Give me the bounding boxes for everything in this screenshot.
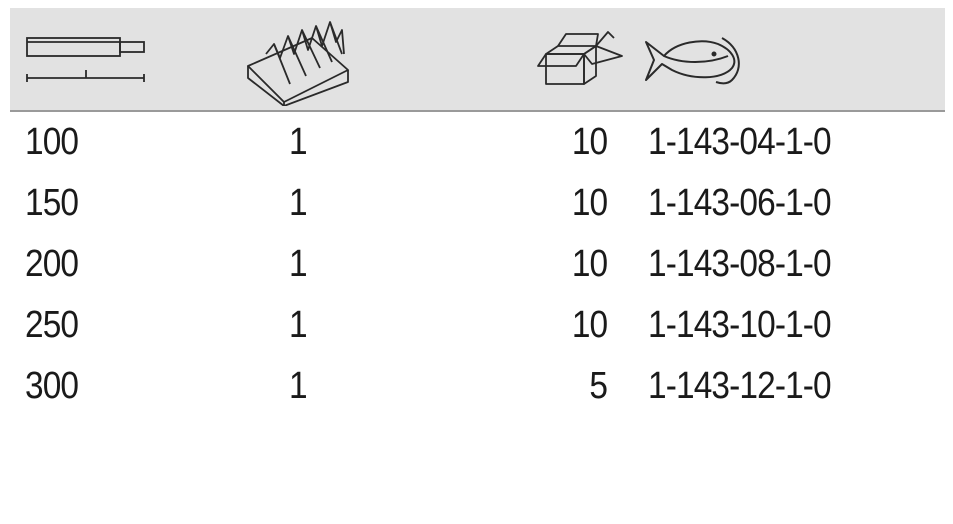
length-cell: 150	[25, 182, 79, 224]
article-number-cell: 1-143-04-1-0	[648, 121, 832, 163]
pack-quantity-cell: 10	[571, 304, 608, 346]
pack-quantity-cell: 5	[589, 365, 608, 407]
article-number-cell: 1-143-08-1-0	[648, 243, 832, 285]
length-cell: 250	[25, 304, 79, 346]
table-row: 200 1 10 1-143-08-1-0	[0, 234, 953, 295]
cut-cell: 1	[289, 365, 308, 407]
cut-cell: 1	[289, 121, 308, 163]
article-number-cell: 1-143-06-1-0	[648, 182, 832, 224]
table-row: 250 1 10 1-143-10-1-0	[0, 295, 953, 356]
cut-cell: 1	[289, 182, 308, 224]
table-header	[10, 8, 945, 112]
length-cell: 300	[25, 365, 79, 407]
file-cut-icon	[247, 21, 349, 106]
article-number-cell: 1-143-12-1-0	[648, 365, 832, 407]
length-cell: 200	[25, 243, 79, 285]
package-box-icon	[537, 31, 623, 85]
cut-cell: 1	[289, 304, 308, 346]
table-row: 100 1 10 1-143-04-1-0	[0, 112, 953, 173]
fish-logo-icon	[645, 37, 740, 85]
table-row: 150 1 10 1-143-06-1-0	[0, 173, 953, 234]
length-cell: 100	[25, 121, 79, 163]
file-length-icon	[26, 37, 145, 82]
table-row: 300 1 5 1-143-12-1-0	[0, 356, 953, 417]
pack-quantity-cell: 10	[571, 182, 608, 224]
article-number-cell: 1-143-10-1-0	[648, 304, 832, 346]
cut-cell: 1	[289, 243, 308, 285]
pack-quantity-cell: 10	[571, 243, 608, 285]
pack-quantity-cell: 10	[571, 121, 608, 163]
article-table: 100 1 10 1-143-04-1-0 150 1 10 1-143-06-…	[0, 112, 953, 417]
